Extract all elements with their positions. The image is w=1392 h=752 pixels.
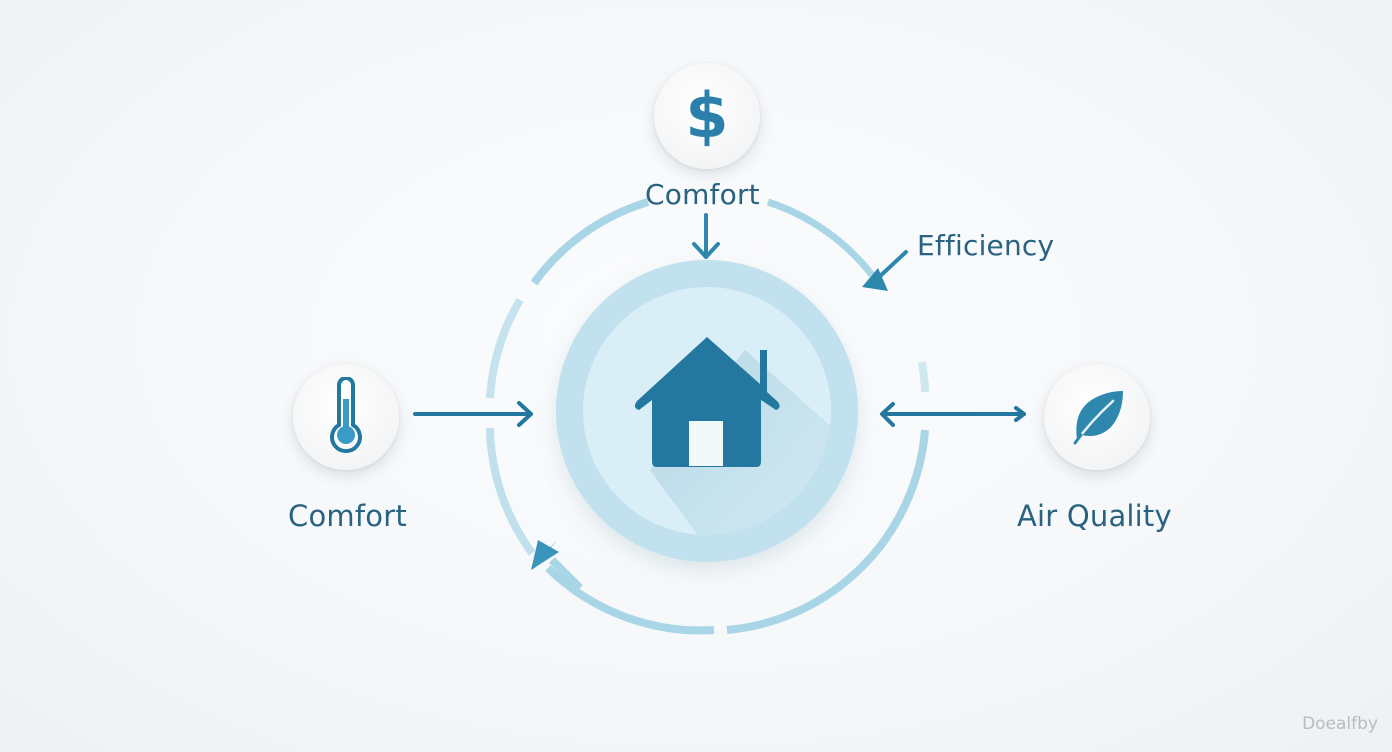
- arrow-right: [413, 401, 533, 427]
- node-air-quality: [1044, 364, 1150, 470]
- cycle-ring: [486, 198, 929, 635]
- node-cost-label: Comfort: [645, 178, 760, 211]
- arrow-bidirectional: [880, 402, 1026, 427]
- house-icon: [634, 337, 780, 467]
- thermometer-icon: [330, 377, 362, 454]
- node-comfort-label: Comfort: [288, 499, 407, 533]
- efficiency-label: Efficiency: [917, 229, 1055, 262]
- efficiency-arrow: [862, 250, 908, 291]
- watermark: Doealfby: [1302, 714, 1378, 734]
- node-cost: $: [654, 63, 760, 169]
- dollar-icon: $: [685, 79, 729, 152]
- arrow-down: [692, 213, 720, 259]
- node-air-quality-label: Air Quality: [1017, 499, 1172, 533]
- cycle-arrowhead: [531, 540, 583, 591]
- node-comfort: [293, 364, 399, 470]
- leaf-icon: [1073, 391, 1123, 445]
